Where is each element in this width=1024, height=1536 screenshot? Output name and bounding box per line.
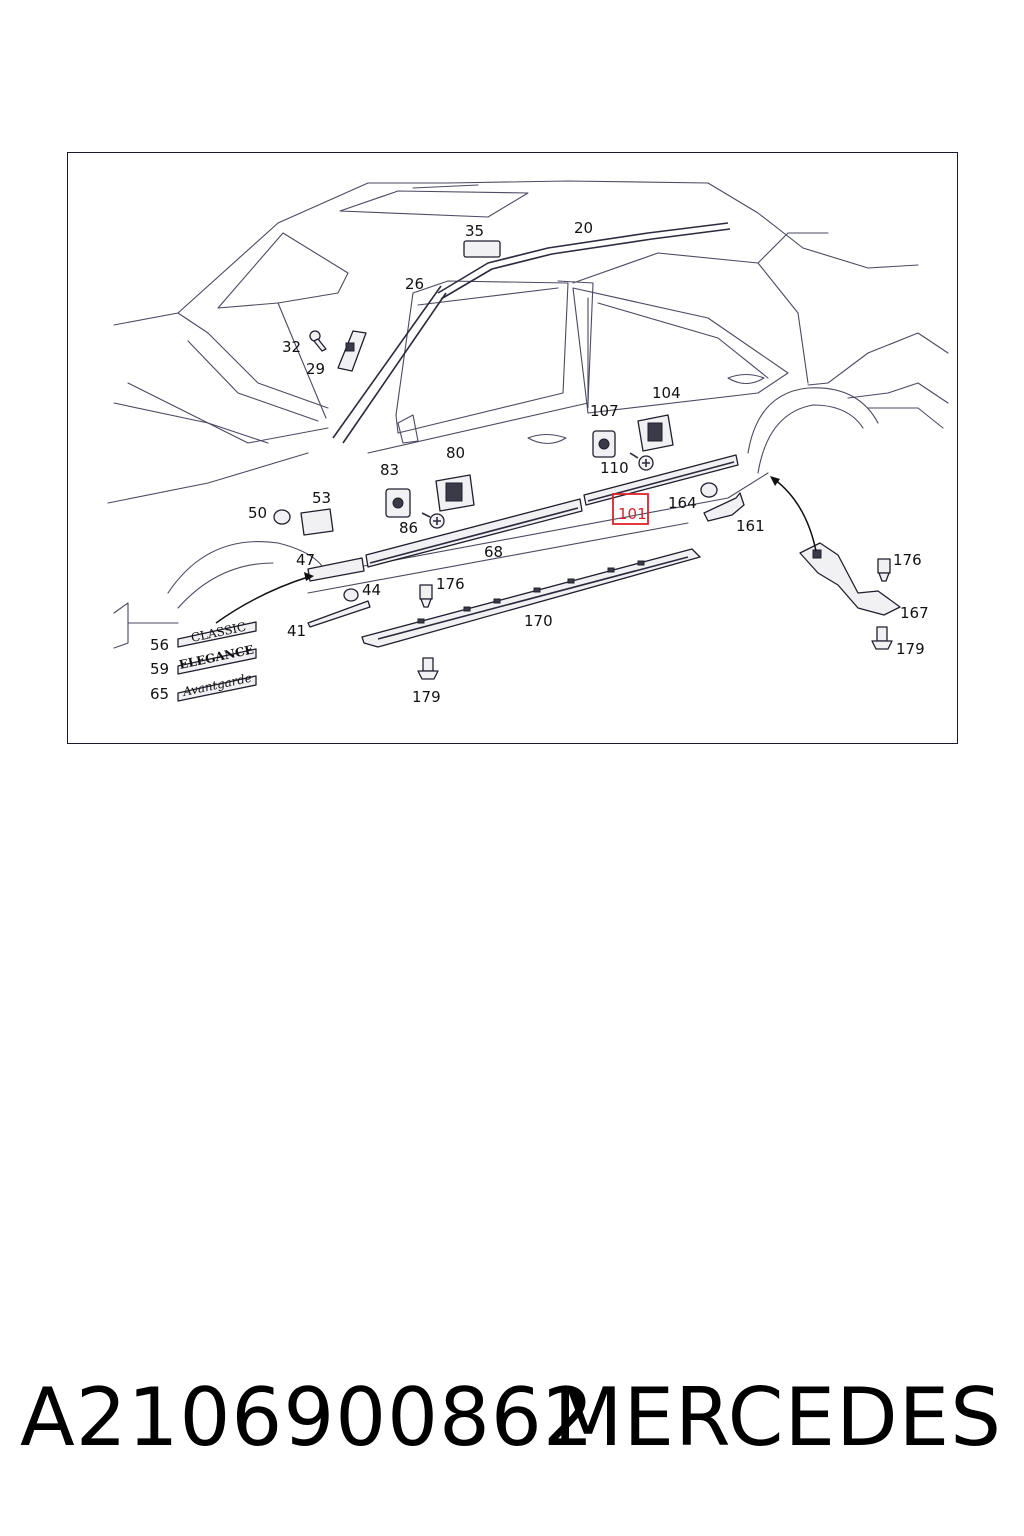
callout-176-a: 176: [436, 575, 465, 593]
part-164-plug: [700, 482, 718, 498]
callout-41: 41: [287, 622, 306, 640]
part-83-retainer: [385, 488, 411, 518]
part-20-roof-molding: [437, 222, 731, 300]
footer: A2106900862 MERCEDES: [0, 1368, 1024, 1478]
part-86-screw: [421, 512, 445, 529]
callout-83: 83: [380, 461, 399, 479]
callout-176-b: 176: [893, 551, 922, 569]
callout-35: 35: [465, 222, 484, 240]
callout-110: 110: [600, 459, 629, 477]
callout-179-b: 179: [896, 640, 925, 658]
part-29-bracket: [337, 330, 367, 372]
part-104-clip: [637, 414, 674, 452]
badge-avantgarde: Avantgarde: [177, 671, 257, 702]
part-41-seal: [307, 600, 371, 628]
badge-elegance-text: ELEGANCE: [178, 642, 255, 671]
part-161-end-cap: [703, 492, 745, 522]
badge-elegance: ELEGANCE: [177, 642, 257, 675]
callout-170: 170: [524, 612, 553, 630]
part-176-plug-a: [419, 584, 433, 608]
part-47-fender-molding: [307, 557, 365, 582]
part-80-clip: [435, 474, 475, 512]
callout-167: 167: [900, 604, 929, 622]
part-35-clip: [463, 240, 501, 258]
callout-56: 56: [150, 636, 169, 654]
callout-179-a: 179: [412, 688, 441, 706]
arrow-bracket-to-arch: [770, 476, 817, 552]
callout-59: 59: [150, 660, 169, 678]
part-170-sill-panel: [361, 548, 701, 648]
part-44-clip: [343, 588, 359, 602]
callout-26: 26: [405, 275, 424, 293]
callout-80: 80: [446, 444, 465, 462]
highlighted-part-box: [612, 493, 649, 525]
badge-classic-text: CLASSIC: [190, 620, 248, 645]
callout-86: 86: [399, 519, 418, 537]
part-107-retainer: [592, 430, 616, 458]
callout-68: 68: [484, 543, 503, 561]
part-179-screw-b: [871, 626, 893, 650]
part-179-screw-a: [417, 657, 439, 680]
callout-20: 20: [574, 219, 593, 237]
part-50-plug: [273, 509, 291, 525]
brand-name: MERCEDES: [553, 1371, 1002, 1464]
part-176-plug-b: [877, 558, 891, 582]
callout-50: 50: [248, 504, 267, 522]
callout-101: 101: [618, 505, 647, 523]
callout-32: 32: [282, 338, 301, 356]
callout-65: 65: [150, 685, 169, 703]
car-body-illustration: [107, 180, 949, 649]
callout-107: 107: [590, 402, 619, 420]
callout-164: 164: [668, 494, 697, 512]
callout-44: 44: [362, 581, 381, 599]
part-68-front-door-molding: [365, 498, 583, 568]
callout-47: 47: [296, 551, 315, 569]
callout-53: 53: [312, 489, 331, 507]
part-32-bolt: [309, 330, 327, 352]
callout-104: 104: [652, 384, 681, 402]
part-26-window-seal: [332, 285, 447, 444]
part-110-screw: [629, 452, 654, 471]
part-number: A2106900862: [20, 1371, 595, 1464]
callout-29: 29: [306, 360, 325, 378]
arrow-badge-to-fender: [215, 572, 314, 624]
part-53-clip: [300, 508, 334, 536]
part-bracket-assembly: [799, 542, 901, 616]
badge-classic: CLASSIC: [177, 620, 257, 648]
parts-diagram: CLASSIC ELEGANCE Avantgarde 20 35 26 32 …: [67, 152, 958, 744]
badge-avantgarde-text: Avantgarde: [181, 671, 253, 699]
diagram-canvas: CLASSIC ELEGANCE Avantgarde 20 35 26 32 …: [107, 180, 949, 706]
callout-161: 161: [736, 517, 765, 535]
